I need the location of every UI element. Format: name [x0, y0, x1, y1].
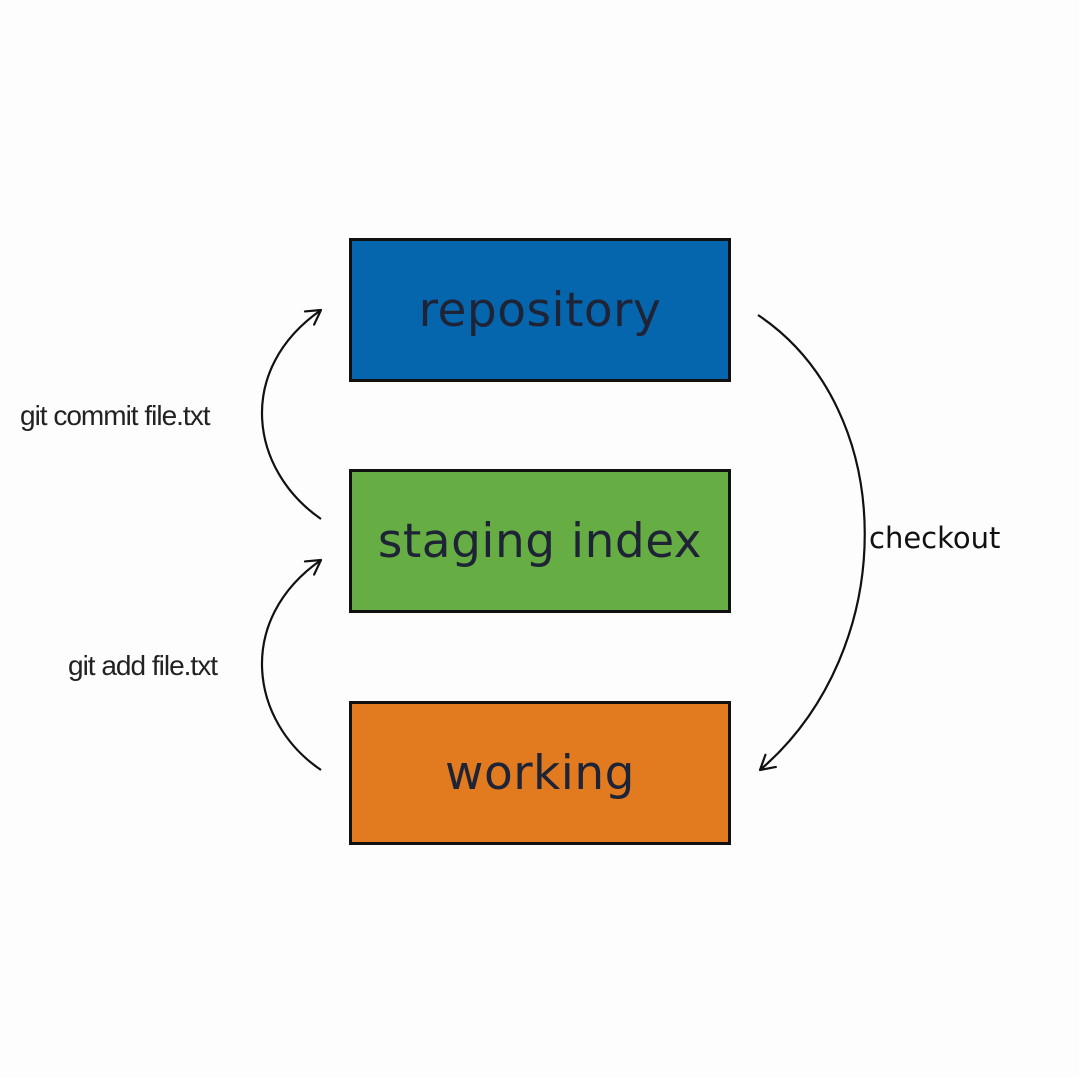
- staging-index-box: staging index: [349, 469, 731, 613]
- commit-arrow: [261, 308, 323, 520]
- working-box: working: [349, 701, 731, 845]
- git-add-label: git add file.txt: [68, 650, 218, 681]
- repository-label: repository: [418, 282, 662, 338]
- working-label: working: [445, 745, 635, 801]
- checkout-label: checkout: [869, 521, 1001, 555]
- repository-box: repository: [349, 238, 731, 382]
- add-arrow: [261, 558, 323, 771]
- git-commit-label: git commit file.txt: [20, 400, 210, 431]
- staging-index-label: staging index: [377, 513, 703, 569]
- checkout-arrow: [757, 314, 866, 772]
